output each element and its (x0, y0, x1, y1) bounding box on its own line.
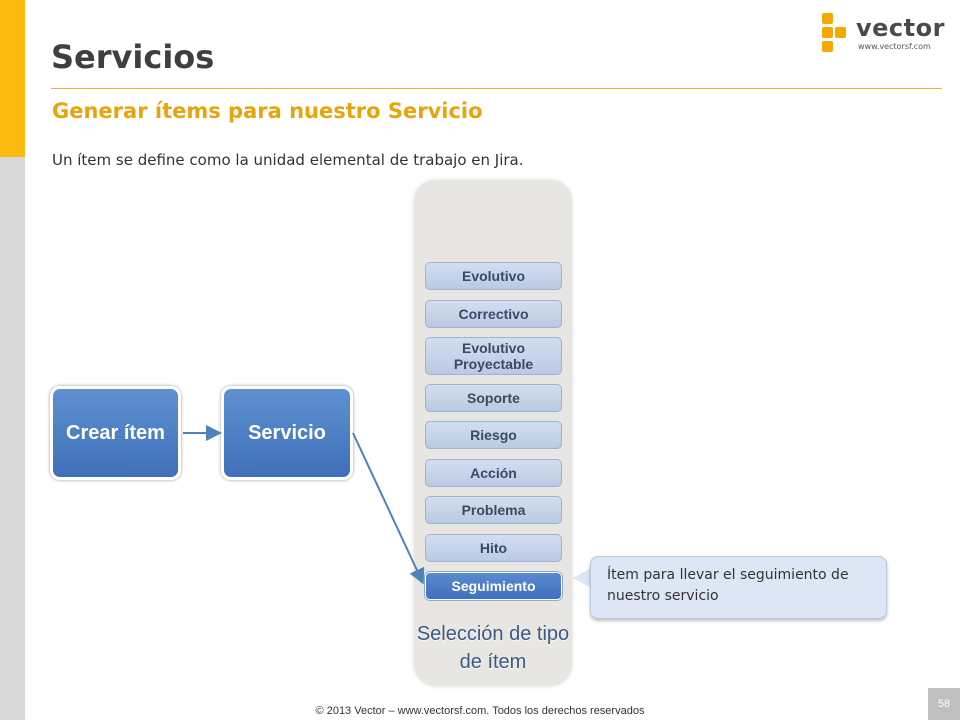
item-type-correctivo[interactable]: Correctivo (425, 300, 562, 328)
item-type-seguimiento[interactable]: Seguimiento (425, 572, 562, 600)
vector-logo-icon (822, 13, 846, 52)
slide-title: Servicios (51, 38, 215, 76)
item-type-soporte[interactable]: Soporte (425, 384, 562, 412)
logo-wordmark: vector (856, 14, 945, 42)
slide-body-text: Un ítem se define como la unidad element… (52, 151, 524, 169)
seguimiento-callout: Ítem para llevar el seguimiento de nuest… (590, 556, 887, 619)
callout-pointer (573, 568, 591, 588)
item-type-panel-label: Selección de tipo de ítem (416, 623, 570, 673)
servicio-box: Servicio (221, 386, 353, 480)
title-divider (51, 88, 942, 89)
item-type-evolutivo-proyectable[interactable]: Evolutivo Proyectable (425, 337, 562, 375)
item-type-problema[interactable]: Problema (425, 496, 562, 524)
page-number: 58 (928, 688, 960, 720)
side-bar (0, 157, 25, 720)
vector-logo: vector www.vectorsf.com (820, 12, 950, 56)
crear-item-box: Crear ítem (50, 386, 181, 480)
logo-url: www.vectorsf.com (858, 42, 931, 51)
arrow-servicio-to-seguimiento (352, 432, 425, 585)
slide-subtitle: Generar ítems para nuestro Servicio (52, 99, 483, 123)
footer-copyright: © 2013 Vector – www.vectorsf.com. Todos … (315, 705, 645, 717)
item-type-riesgo[interactable]: Riesgo (425, 421, 562, 449)
item-type-evolutivo[interactable]: Evolutivo (425, 262, 562, 290)
item-type-hito[interactable]: Hito (425, 534, 562, 562)
item-type-accion[interactable]: Acción (425, 459, 562, 487)
accent-bar (0, 0, 25, 157)
